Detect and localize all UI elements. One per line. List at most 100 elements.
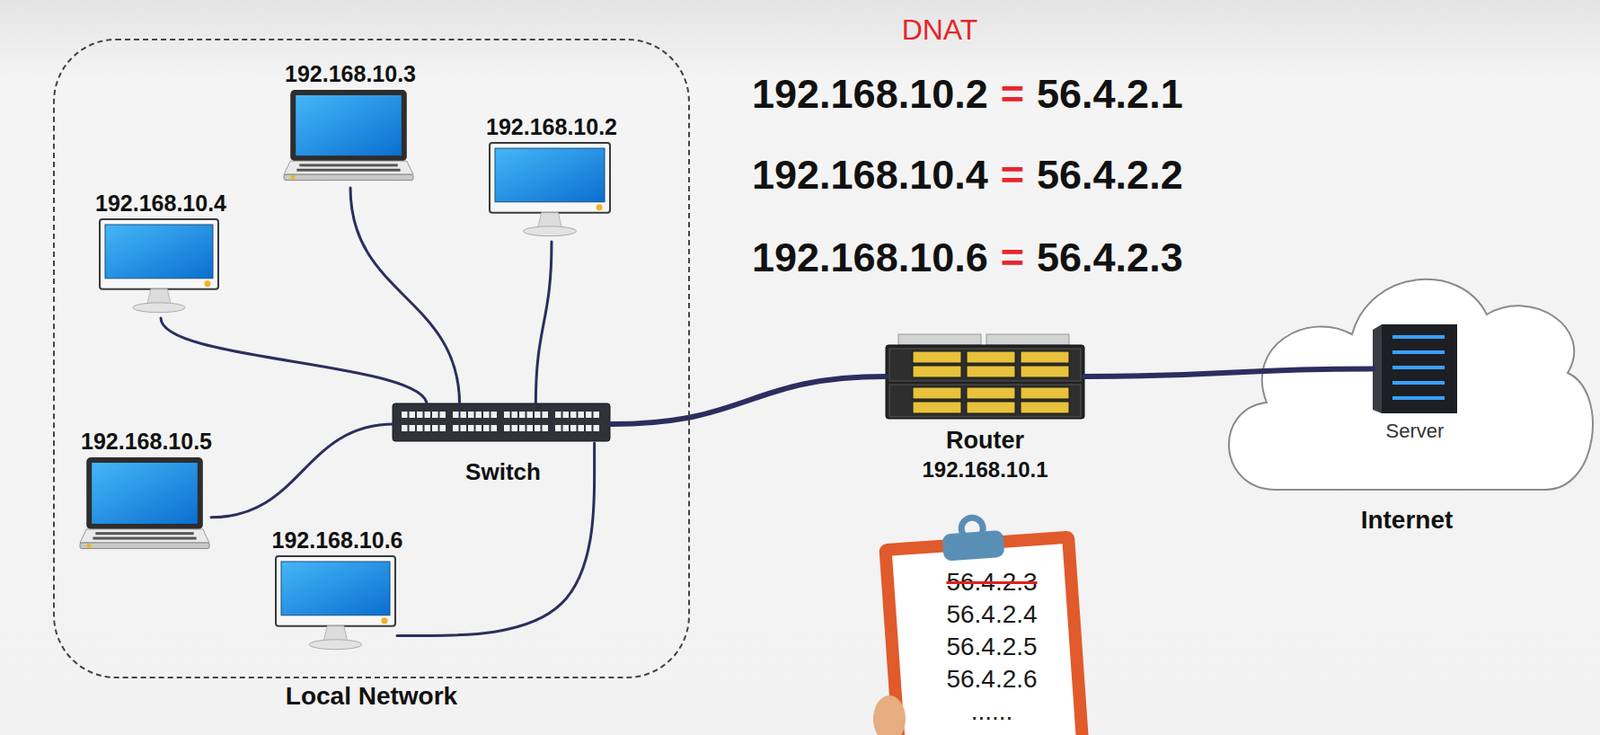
network-cable: [350, 187, 460, 406]
ip-address: 192.168.10.2: [751, 70, 989, 118]
router-icon-part: [898, 334, 982, 345]
text-group: 192.168.10.4: [95, 189, 227, 218]
switch-icon-part: [401, 424, 408, 432]
laptop-icon-part: [92, 537, 196, 540]
router-icon-part: [1020, 387, 1070, 399]
label-slot: 192.168.10.4: [751, 151, 989, 199]
laptop-icon-part: [86, 457, 204, 530]
switch-icon-part: [585, 424, 593, 432]
monitor-icon-part: [495, 148, 605, 203]
switch-icon-part: [491, 411, 498, 418]
switch-icon-part: [563, 424, 570, 432]
switch-icon-part: [542, 424, 549, 432]
router: Router192.168.10.1: [885, 334, 1085, 419]
monitor-icon: [275, 556, 396, 650]
router-icon-part: [1020, 351, 1070, 363]
switch-icon-part: [476, 424, 483, 432]
clipboard-icon-part: [892, 543, 1078, 735]
switch-icon-part: [468, 411, 475, 418]
switch-icon-part: [555, 411, 562, 418]
equals-sign: =: [1000, 234, 1025, 282]
router-icon-part: [885, 344, 1085, 419]
node-label: 192.168.10.3: [284, 60, 416, 89]
node-label: 192.168.10.4: [95, 189, 227, 218]
switch-icon-part: [440, 411, 447, 418]
laptop: 192.168.10.5: [81, 459, 212, 557]
switch-icon-part: [416, 424, 424, 432]
switch-icon-part: [512, 411, 519, 418]
switch-icon-part: [432, 411, 439, 418]
local-network-region: 192.168.10.3192.168.10.2192.168.10.4192.…: [53, 38, 690, 679]
monitor-icon-part: [281, 561, 390, 616]
switch-icon-part: [534, 424, 541, 432]
router-icon: [885, 334, 1085, 419]
node-label: Local Network: [285, 680, 458, 712]
switch-icon-part: [452, 424, 460, 432]
switch-icon-part: [585, 411, 593, 418]
pool-address: 56.4.2.6: [945, 662, 1037, 696]
label-slot: 56.4.2.3: [1036, 234, 1184, 282]
switch-icon-part: [468, 424, 475, 432]
switch-icon-part: [432, 424, 439, 432]
network-cable: [611, 376, 886, 425]
node-label: 192.168.10.5: [80, 427, 213, 456]
monitor-icon-part: [99, 219, 219, 290]
laptop-icon: [283, 89, 414, 181]
node-label: Router: [945, 425, 1025, 457]
clipboard-icon-part: [877, 510, 1091, 735]
monitor-icon-part: [381, 617, 389, 624]
clipboard-icon-part: [960, 516, 984, 540]
switch-icon-part: [570, 424, 577, 432]
router-icon-part: [912, 387, 962, 399]
internet-cloud: ServerInternet: [1221, 267, 1592, 496]
label-slot: =: [1000, 151, 1025, 199]
switch-icon-part: [563, 411, 570, 418]
clipboard-icon-part: [873, 695, 906, 735]
router-icon-part: [966, 365, 1016, 378]
switch-icon-part: [483, 411, 490, 418]
switch-icon-part: [512, 424, 519, 432]
laptop-icon-part: [296, 168, 400, 172]
switch-icon-part: [460, 424, 468, 432]
switch-icon-part: [593, 424, 601, 432]
label-slot: =: [1000, 70, 1025, 118]
monitor-icon-part: [489, 142, 610, 213]
laptop-icon-part: [95, 531, 194, 535]
server-icon-part: [1392, 335, 1445, 339]
text-group: Router192.168.10.1: [921, 425, 1048, 484]
text-group: Switch: [465, 457, 541, 487]
server-icon-part: [1392, 365, 1445, 370]
ip-address: 192.168.10.4: [751, 151, 989, 199]
switch-icon-part: [503, 424, 511, 432]
monitor-icon-part: [105, 224, 213, 279]
router-icon-part: [912, 351, 962, 363]
server-icon-part: [1392, 396, 1445, 400]
text-group: 56.4.2.356.4.2.456.4.2.556.4.2.6......: [925, 565, 1059, 728]
monitor-icon: [99, 219, 219, 313]
router-icon-part: [986, 334, 1070, 345]
ip-address: 56.4.2.3: [1036, 234, 1184, 282]
switch-icon-part: [491, 424, 498, 432]
ip-address: 192.168.10.6: [751, 234, 989, 282]
ip-address: 56.4.2.2: [1036, 151, 1184, 199]
monitor-icon-part: [275, 556, 396, 627]
switch-icon: [392, 403, 610, 442]
server-icon-part: [1392, 350, 1445, 354]
laptop-icon-part: [79, 529, 210, 543]
pool-address: ......: [971, 695, 1014, 728]
router-icon-part: [912, 365, 962, 378]
text-group: 192.168.10.5: [80, 427, 213, 456]
switch-icon-part: [401, 411, 408, 418]
network-cable: [211, 424, 395, 518]
text-group: Internet: [1361, 503, 1454, 536]
switch-icon-part: [593, 411, 601, 418]
ip-address: 56.4.2.1: [1036, 70, 1184, 118]
switch-icon-part: [578, 411, 585, 418]
label-slot: 192.168.10.6: [751, 234, 989, 282]
switch-icon-part: [503, 411, 511, 418]
switch-icon-part: [409, 411, 416, 418]
desktop-monitor: 192.168.10.6: [277, 557, 398, 655]
pool-address: 56.4.2.3: [945, 565, 1037, 599]
label-slot: 56.4.2.2: [1036, 151, 1184, 199]
desktop-monitor: 192.168.10.4: [101, 220, 221, 319]
